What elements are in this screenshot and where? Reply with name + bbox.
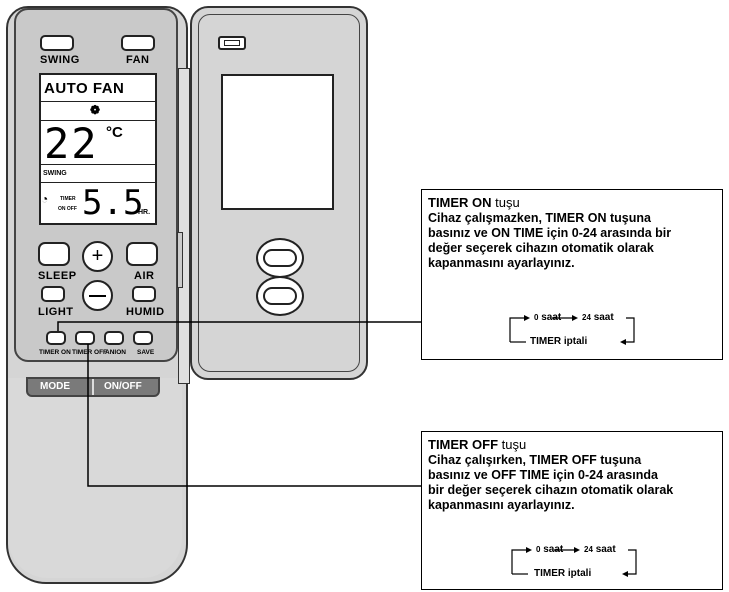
lcd-hours: 5.5 <box>82 183 144 223</box>
cycle-end-value: 24 <box>584 545 593 554</box>
timer-off-leader <box>87 344 421 487</box>
lcd-swing: SWING <box>43 170 67 177</box>
timer-on-label: TIMER ON <box>39 349 71 356</box>
cover-inner-frame <box>198 14 360 372</box>
cycle-start: 0 saat <box>536 544 563 555</box>
timer-off-callout: TIMER OFF tuşu Cihaz çalışırken, TIMER O… <box>421 431 723 590</box>
desc-line: değer seçerek cihazın otomatik olarak <box>428 241 654 255</box>
cover-window <box>221 74 334 210</box>
minus-button[interactable] <box>82 280 113 311</box>
cycle-cancel: TIMER iptali <box>530 336 588 347</box>
clock-icon: ◔ <box>41 192 49 206</box>
cycle-end-unit: saat <box>593 312 614 323</box>
air-label: AIR <box>134 270 155 282</box>
humid-label: HUMID <box>126 306 165 318</box>
lcd-display <box>39 73 157 225</box>
timer-off-button[interactable] <box>75 331 95 345</box>
lcd-auto-fan: AUTO FAN <box>44 80 125 97</box>
cycle-end-value: 24 <box>582 313 591 322</box>
lcd-divider <box>39 182 157 183</box>
fan-button[interactable] <box>121 35 155 51</box>
knob-slot <box>263 287 297 305</box>
lcd-temperature: 22 <box>44 119 99 168</box>
cover-knob-bottom <box>256 276 304 316</box>
battery-cell <box>224 40 240 46</box>
anion-button[interactable] <box>104 331 124 345</box>
timer-on-leader <box>57 321 421 331</box>
timer-on-button[interactable] <box>46 331 66 345</box>
lcd-temp-unit: °C <box>106 124 123 141</box>
cycle-end: 24 saat <box>584 544 616 555</box>
title-bold: TIMER ON <box>428 195 492 210</box>
mode-button[interactable]: MODE <box>40 381 70 392</box>
lcd-divider <box>39 120 157 121</box>
lcd-timer: TIMER <box>60 196 76 202</box>
title-rest: tuşu <box>491 195 520 210</box>
desc-line: bir değer seçerek cihazın otomatik olara… <box>428 483 674 497</box>
onoff-button[interactable]: ON/OFF <box>104 381 142 392</box>
timer-off-cycle-arrows <box>511 547 637 577</box>
fan-icon: ❁ <box>90 103 101 117</box>
timer-on-desc: Cihaz çalışmazken, TIMER ON tuşuna basın… <box>428 211 671 271</box>
hinge-clip <box>177 232 183 288</box>
cycle-end: 24 saat <box>582 312 614 323</box>
remote-grip <box>8 378 182 578</box>
lcd-divider <box>39 164 157 165</box>
battery-icon <box>218 36 246 50</box>
cycle-start-unit: saat <box>541 312 562 323</box>
swing-button[interactable] <box>40 35 74 51</box>
timer-off-callout-title: TIMER OFF tuşu <box>428 437 526 452</box>
cycle-start-value: 0 <box>534 313 539 322</box>
cycle-start-unit: saat <box>543 544 564 555</box>
timer-on-callout-title: TIMER ON tuşu <box>428 195 520 210</box>
cycle-start: 0 saat <box>534 312 561 323</box>
knob-slot <box>263 249 297 267</box>
save-label: SAVE <box>137 349 155 356</box>
cycle-cancel: TIMER iptali <box>534 568 592 579</box>
desc-line: kapanmasını ayarlayınız. <box>428 256 575 270</box>
lcd-divider <box>39 101 157 102</box>
lcd-on-off: ON OFF <box>58 206 77 212</box>
light-button[interactable] <box>41 286 65 302</box>
title-bold: TIMER OFF <box>428 437 499 452</box>
plus-symbol: + <box>91 245 104 267</box>
humid-button[interactable] <box>132 286 156 302</box>
timer-off-label: TIMER OFF <box>72 349 108 356</box>
lcd-hours-unit: HR. <box>138 209 151 216</box>
swing-button-label: SWING <box>40 54 80 66</box>
desc-line: Cihaz çalışmazken, TIMER ON tuşuna <box>428 211 651 225</box>
timer-off-desc: Cihaz çalışırken, TIMER OFF tuşuna basın… <box>428 453 673 513</box>
minus-symbol <box>89 294 106 297</box>
mode-divider <box>92 379 94 395</box>
air-button[interactable] <box>126 242 158 266</box>
title-rest: tuşu <box>498 437 527 452</box>
desc-line: basınız ve ON TIME için 0-24 arasında bi… <box>428 226 672 240</box>
plus-button[interactable]: + <box>82 241 113 272</box>
fan-button-label: FAN <box>126 54 150 66</box>
sleep-button[interactable] <box>38 242 70 266</box>
anion-label: ANION <box>105 349 126 356</box>
timer-on-callout: TIMER ON tuşu Cihaz çalışmazken, TIMER O… <box>421 189 723 360</box>
cover-hinge <box>178 68 190 384</box>
desc-line: Cihaz çalışırken, TIMER OFF tuşuna <box>428 453 642 467</box>
light-label: LIGHT <box>38 306 74 318</box>
save-button[interactable] <box>133 331 153 345</box>
cycle-end-unit: saat <box>595 544 616 555</box>
cycle-start-value: 0 <box>536 545 541 554</box>
desc-line: kapanmasını ayarlayınız. <box>428 498 575 512</box>
desc-line: basınız ve OFF TIME için 0-24 arasında <box>428 468 658 482</box>
sleep-label: SLEEP <box>38 270 77 282</box>
timer-on-cycle-arrows <box>509 315 635 345</box>
